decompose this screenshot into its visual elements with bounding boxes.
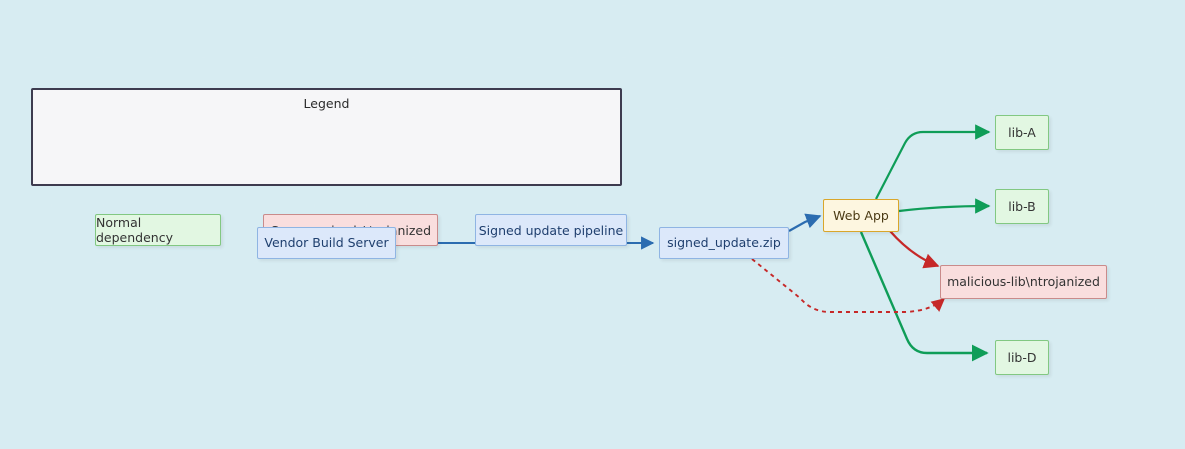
node-label: malicious-lib\ntrojanized [947,274,1100,290]
node-lib-d[interactable]: lib-D [995,340,1049,375]
node-lib-a[interactable]: lib-A [995,115,1049,150]
legend-item-label: Normal dependency [96,215,173,245]
node-vendor-build-server[interactable]: Vendor Build Server [257,227,396,259]
edge-webapp-to-libb [898,198,991,214]
edge-zip-to-webapp [788,213,822,232]
legend-panel: Legend Normal dependency Compromised / t… [31,88,627,246]
node-label: Web App [833,207,889,223]
node-label: lib-D [1007,349,1037,365]
legend-item-normal-dependency[interactable]: Normal dependency [95,214,221,246]
node-signed-update-zip[interactable]: signed_update.zip [659,227,789,259]
node-label: lib-B [1008,198,1036,214]
edge-webapp-to-liba [875,124,991,200]
node-malicious-lib[interactable]: malicious-lib\ntrojanized [940,265,1107,299]
node-label: lib-A [1008,124,1036,140]
node-label: signed_update.zip [667,235,781,251]
node-label: Vendor Build Server [264,235,389,251]
node-web-app[interactable]: Web App [823,199,899,232]
legend-item-signed-update-pipeline[interactable]: Signed update pipeline [475,214,627,246]
legend-item-label: Signed update pipeline [478,222,624,238]
edge-zip-to-malicious-dashed [751,258,946,313]
node-lib-b[interactable]: lib-B [995,189,1049,224]
legend-title: Legend [303,96,350,111]
edge-webapp-to-malicious [889,230,940,269]
